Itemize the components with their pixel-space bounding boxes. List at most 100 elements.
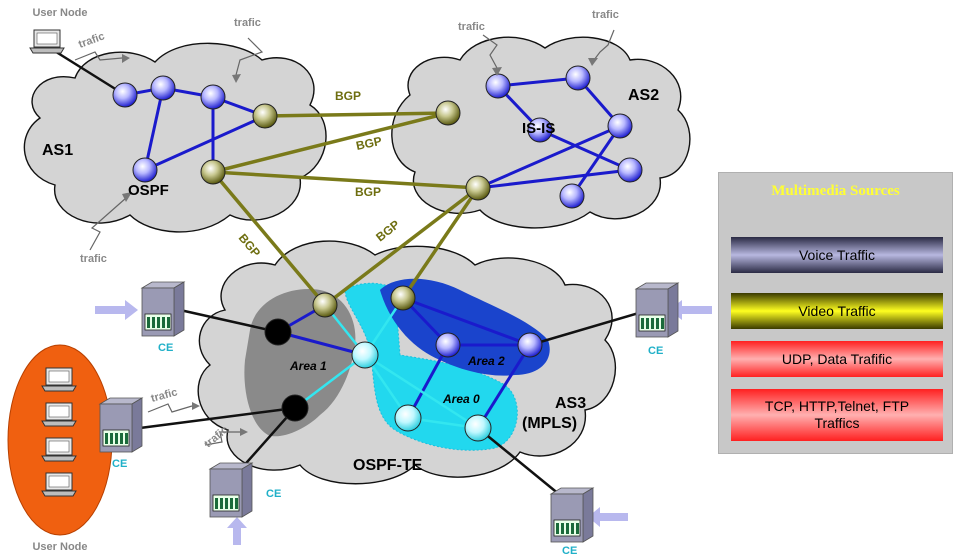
link	[364, 353, 479, 430]
router-node	[112, 82, 138, 108]
bgp-link	[401, 187, 480, 299]
link	[143, 87, 165, 171]
router-node	[200, 84, 226, 110]
bgp-router-node	[435, 100, 461, 126]
source-arrow	[669, 300, 712, 320]
link	[476, 344, 532, 429]
bgp-link	[211, 170, 327, 307]
router-node	[264, 318, 292, 346]
bgp-link	[212, 170, 479, 190]
laptop-icon	[41, 437, 77, 462]
as2-label: AS2	[628, 87, 659, 104]
bgp-link	[264, 111, 449, 118]
traffic-arrow	[593, 29, 615, 61]
bgp-router-node	[312, 292, 338, 318]
link	[539, 128, 631, 172]
ce-router-icon	[550, 487, 594, 543]
tcp-traffic-label: TCP, HTTP,Telnet, FTP Traffics	[764, 398, 910, 431]
access-link	[477, 427, 561, 496]
ospf-te-label: OSPF-TE	[353, 457, 423, 474]
laptop-icon	[41, 472, 77, 497]
ce-label: CE	[562, 545, 577, 555]
area0-label: Area 0	[442, 392, 480, 406]
bgp-link	[323, 186, 480, 307]
router-node	[517, 332, 543, 358]
multimedia-sources-panel: Multimedia Sources Voice Traffic Video T…	[718, 172, 953, 454]
traffic-arrow	[147, 403, 193, 413]
arrow-head	[122, 192, 132, 202]
traffic-arrow	[74, 51, 123, 61]
as3-label-sub: (MPLS)	[522, 415, 577, 432]
as3-label: AS3	[555, 395, 586, 412]
udp-traffic-item: UDP, Data Trafific	[731, 341, 943, 377]
arrow-head	[240, 428, 248, 436]
access-link	[139, 406, 296, 430]
ce-router-icon	[635, 282, 679, 338]
router-node	[132, 157, 158, 183]
arrow-head	[232, 74, 241, 83]
bgp-router-node	[465, 175, 491, 201]
link	[294, 354, 366, 409]
link	[277, 330, 366, 357]
area1-label: Area 1	[289, 359, 327, 373]
link	[477, 124, 621, 190]
link	[477, 168, 631, 190]
router-node	[559, 183, 585, 209]
ce-label: CE	[266, 488, 281, 500]
router-node	[565, 65, 591, 91]
link	[402, 296, 531, 347]
link	[497, 76, 579, 88]
bgp-label: BGP	[355, 134, 383, 153]
bgp-label: BGP	[236, 231, 263, 260]
user-node-label: User Node	[32, 541, 87, 553]
bgp-label: BGP	[355, 185, 381, 199]
ce-router-icon	[99, 397, 143, 453]
source-arrow	[95, 300, 138, 320]
arrow-head	[492, 67, 502, 76]
router-node	[617, 157, 643, 183]
source-arrow	[588, 507, 628, 527]
router-node	[150, 75, 176, 101]
ospf-label: OSPF	[128, 182, 169, 199]
traffic-arrow	[89, 197, 127, 251]
bgp-label: BGP	[373, 217, 402, 244]
area2-region	[380, 278, 550, 376]
access-link	[179, 308, 279, 334]
trafic-label: trafic	[592, 9, 619, 21]
trafic-label: trafic	[150, 386, 179, 405]
access-link	[529, 310, 643, 347]
router-node	[281, 394, 309, 422]
trafic-label: trafic	[80, 253, 107, 265]
bgp-router-node	[200, 159, 226, 185]
source-arrow	[227, 517, 247, 545]
legend-title: Multimedia Sources	[771, 183, 900, 199]
bgp-link	[212, 111, 449, 174]
traffic-arrow	[482, 34, 498, 69]
trafic-label: trafic	[458, 21, 485, 33]
link	[570, 125, 622, 197]
ce-label: CE	[112, 458, 127, 470]
ce-router-icon	[209, 462, 253, 518]
trafic-label: trafic	[234, 17, 261, 29]
link	[406, 344, 450, 419]
area2-label: Area 2	[467, 354, 505, 368]
as1-cloud	[23, 42, 327, 233]
traffic-arrow	[204, 431, 240, 446]
router-node	[394, 404, 422, 432]
router-node	[485, 73, 511, 99]
user-node-label: User Node	[32, 7, 87, 19]
arrow-head	[122, 54, 130, 63]
voice-traffic-item: Voice Traffic	[731, 237, 943, 273]
router-node	[464, 414, 492, 442]
access-link	[239, 407, 296, 471]
laptop-icon	[41, 402, 77, 427]
router-node	[607, 113, 633, 139]
voice-traffic-label: Voice Traffic	[798, 246, 875, 263]
router-node	[435, 332, 461, 358]
router-node	[351, 341, 379, 369]
arrow-head	[192, 402, 200, 410]
tcp-traffic-item: TCP, HTTP,Telnet, FTP Traffics	[731, 389, 943, 441]
udp-traffic-label: UDP, Data Trafific	[781, 350, 893, 367]
bgp-label: BGP	[335, 89, 361, 103]
trafic-label: trafic	[77, 30, 106, 50]
